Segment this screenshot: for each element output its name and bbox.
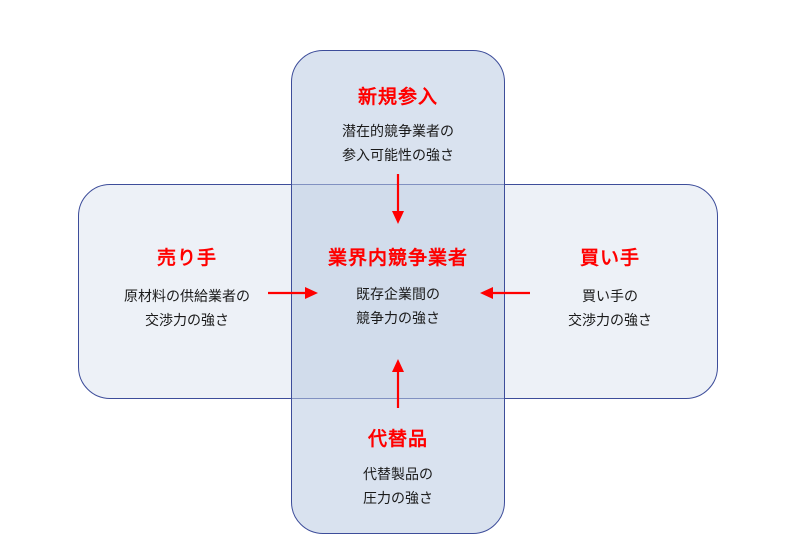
suppliers-description: 原材料の供給業者の 交渉力の強さ: [92, 285, 282, 333]
new-entrants-desc-line1: 潜在的競争業者の: [342, 124, 454, 140]
vertical-band: [291, 50, 505, 534]
new-entrants-description: 潜在的競争業者の 参入可能性の強さ: [298, 120, 498, 168]
buyers-desc-line1: 買い手の: [582, 289, 638, 305]
buyers-title: 買い手: [579, 247, 640, 269]
suppliers-desc-line2: 交渉力の強さ: [145, 313, 229, 329]
buyers-desc-line2: 交渉力の強さ: [568, 313, 652, 329]
arrow-up-from-substitutes: [392, 359, 404, 408]
arrow-right-from-suppliers: [268, 287, 318, 299]
industry-competitors-description: 既存企業間の 競争力の強さ: [298, 283, 498, 331]
suppliers-desc-line1: 原材料の供給業者の: [124, 289, 250, 305]
arrow-down-from-new-entrants: [392, 174, 404, 224]
substitutes-desc-line2: 圧力の強さ: [363, 491, 433, 507]
new-entrants-desc-line2: 参入可能性の強さ: [342, 148, 454, 164]
industry-desc-line1: 既存企業間の: [356, 287, 440, 303]
arrow-left-from-buyers: [480, 287, 530, 299]
industry-desc-line2: 競争力の強さ: [356, 311, 440, 327]
suppliers-title: 売り手: [156, 247, 217, 269]
substitutes-desc-line1: 代替製品の: [363, 467, 433, 483]
buyers-description: 買い手の 交渉力の強さ: [515, 285, 705, 333]
substitutes-description: 代替製品の 圧力の強さ: [298, 463, 498, 511]
industry-competitors-title: 業界内競争業者: [327, 247, 468, 269]
substitutes-title: 代替品: [367, 428, 428, 450]
new-entrants-title: 新規参入: [357, 86, 438, 108]
